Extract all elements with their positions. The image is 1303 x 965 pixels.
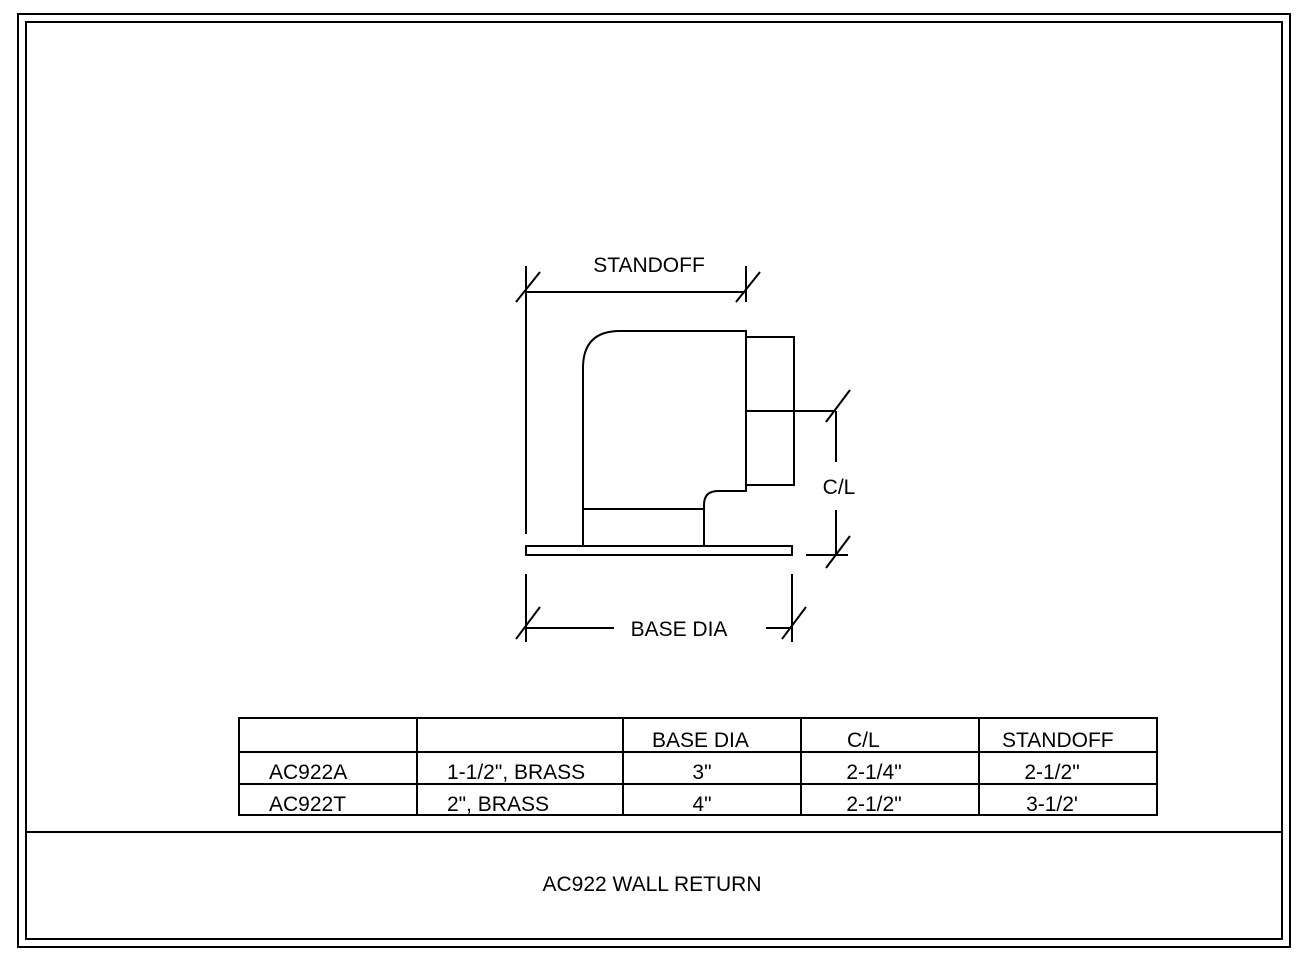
cl-tick-top xyxy=(825,389,851,423)
table-cell-part: AC922A xyxy=(269,761,347,784)
table-cell-base-dia: 3" xyxy=(692,761,711,784)
table-cell-cl: 2-1/4" xyxy=(846,761,901,784)
outer-border xyxy=(17,13,1291,948)
centerline-dimension: C/L xyxy=(746,389,856,569)
table-cell-cl: 2-1/2" xyxy=(846,793,901,816)
standoff-tick-right xyxy=(735,271,761,303)
table-cell-base-dia: 4" xyxy=(692,793,711,816)
table-header-base-dia: BASE DIA xyxy=(652,729,749,752)
inner-border xyxy=(25,21,1283,940)
standoff-dimension: STANDOFF xyxy=(515,254,761,534)
base-dia-dimension: BASE DIA xyxy=(515,574,807,642)
drawing-title: AC922 WALL RETURN xyxy=(542,873,761,896)
table-cell-size: 1-1/2", BRASS xyxy=(447,761,585,784)
table-border xyxy=(238,717,1158,816)
table-cell-standoff: 2-1/2" xyxy=(1024,761,1079,784)
standoff-label: STANDOFF xyxy=(593,254,705,277)
table-cell-standoff: 3-1/2' xyxy=(1026,793,1078,816)
table-header-cl: C/L xyxy=(847,729,880,752)
table-cell-part: AC922T xyxy=(269,793,346,816)
standoff-tick-left xyxy=(515,271,541,303)
spec-table: BASE DIA C/L STANDOFF AC922A 1-1/2", BRA… xyxy=(238,717,1158,816)
elbow-outline xyxy=(582,330,747,546)
table-cell-size: 2", BRASS xyxy=(447,793,549,816)
base-tick-right xyxy=(781,606,807,640)
centerline-label: C/L xyxy=(823,476,856,499)
cl-tick-bottom xyxy=(825,535,851,569)
table-header-standoff: STANDOFF xyxy=(1002,729,1114,752)
base-plate xyxy=(525,545,793,556)
base-dia-label: BASE DIA xyxy=(631,618,728,641)
wall-return-fitting xyxy=(525,330,795,556)
base-tick-left xyxy=(515,606,541,640)
